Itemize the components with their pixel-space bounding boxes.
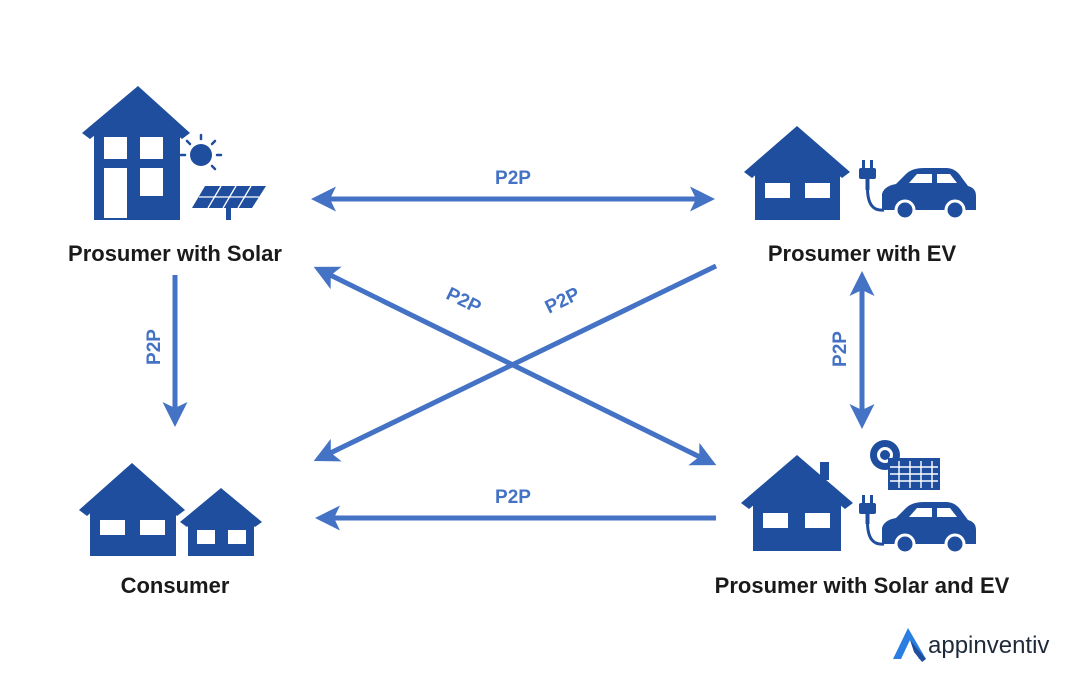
node-prosumer-with-solar-and-ev: Prosumer with Solar and EV xyxy=(715,440,1010,598)
node-prosumer-with-ev: Prosumer with EV xyxy=(744,126,976,266)
edge-label-solar-solar-ev: P2P xyxy=(443,284,485,319)
edge-label-ev-solar-ev: P2P xyxy=(830,331,851,367)
node-prosumer-with-solar: Prosumer with Solar xyxy=(68,86,282,266)
solar-panel-icon xyxy=(888,458,940,490)
house-icon xyxy=(79,463,185,556)
plug-icon xyxy=(859,160,885,212)
node-label-solar-ev: Prosumer with Solar and EV xyxy=(715,573,1010,598)
house-icon xyxy=(741,455,853,551)
house-icon xyxy=(82,86,190,220)
node-label-consumer: Consumer xyxy=(121,573,230,598)
logo-text: appinventiv xyxy=(928,632,1049,659)
edge-label-solar-consumer: P2P xyxy=(144,329,165,365)
node-label-ev: Prosumer with EV xyxy=(768,241,957,266)
house-icon xyxy=(744,126,850,220)
node-label-solar: Prosumer with Solar xyxy=(68,241,282,266)
edges xyxy=(162,186,875,531)
house-icon xyxy=(180,488,262,556)
car-icon xyxy=(882,502,976,555)
edge-label-ev-consumer: P2P xyxy=(542,284,584,319)
node-consumer: Consumer xyxy=(79,463,262,598)
solar-panel-icon xyxy=(192,185,266,220)
car-icon xyxy=(882,168,976,221)
edge-label-solar-ev-consumer: P2P xyxy=(495,487,531,508)
plug-icon xyxy=(859,495,885,546)
appinventiv-logo: appinventiv xyxy=(893,628,1049,662)
edge-labels: P2P P2P P2P P2P P2P P2P xyxy=(144,168,851,508)
sun-icon xyxy=(179,133,223,171)
edge-ev-consumer xyxy=(313,263,718,462)
appinventiv-logo-icon xyxy=(893,628,926,662)
edge-label-solar-ev: P2P xyxy=(495,168,531,189)
